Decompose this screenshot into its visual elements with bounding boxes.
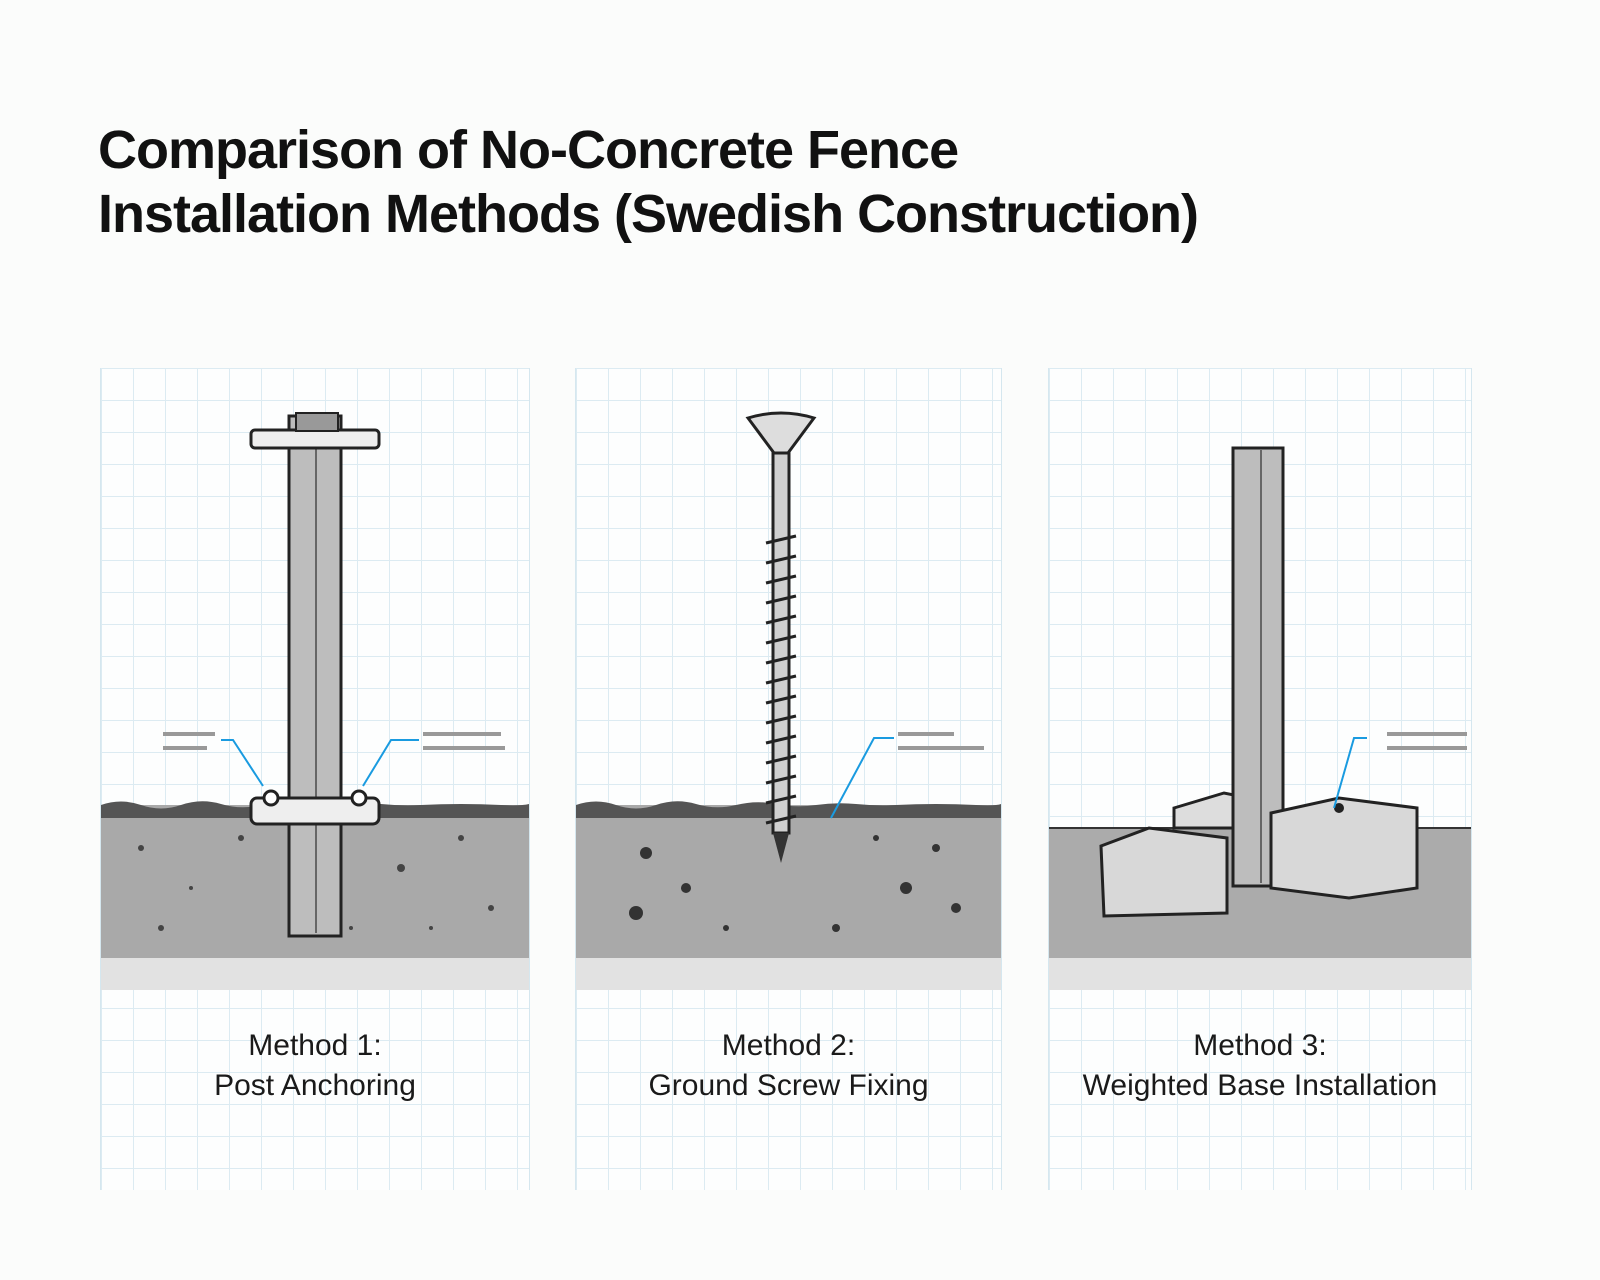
method-number: Method 3: xyxy=(1193,1029,1327,1062)
title-line-2: Installation Methods (Swedish Constructi… xyxy=(98,184,1199,244)
gravel-layer xyxy=(101,958,529,990)
ground-anchor-bracket xyxy=(249,796,381,826)
callout-line xyxy=(362,739,419,787)
method-1-caption: Method 1: Post Anchoring xyxy=(101,1026,529,1106)
method-2-caption: Method 2: Ground Screw Fixing xyxy=(576,1026,1001,1106)
page-title: Comparison of No-Concrete Fence Installa… xyxy=(98,118,1199,246)
post-anchoring-illustration xyxy=(101,412,529,990)
concrete-block-right xyxy=(1269,796,1419,900)
gravel-layer xyxy=(1049,958,1471,990)
screw-head xyxy=(745,411,817,455)
concrete-block-left xyxy=(1099,826,1229,918)
weighted-base-illustration xyxy=(1049,446,1471,990)
screw-thread xyxy=(765,534,797,825)
method-3-caption: Method 3: Weighted Base Installation xyxy=(1049,1026,1471,1106)
method-2-panel: Method 2: Ground Screw Fixing xyxy=(575,368,1002,1190)
method-1-panel: Method 1: Post Anchoring xyxy=(100,368,530,1190)
method-3-panel: Method 3: Weighted Base Installation xyxy=(1048,368,1472,1190)
ground-screw-illustration xyxy=(576,411,1001,990)
method-name: Post Anchoring xyxy=(214,1069,416,1102)
screw-shaft xyxy=(771,451,791,835)
fence-post xyxy=(1231,446,1285,888)
callout-line xyxy=(1333,737,1367,809)
method-name: Weighted Base Installation xyxy=(1082,1069,1438,1102)
top-bracket xyxy=(249,428,381,450)
method-number: Method 1: xyxy=(248,1029,382,1062)
callout-line xyxy=(830,737,894,819)
method-number: Method 2: xyxy=(721,1029,856,1062)
callout-line xyxy=(221,739,264,787)
title-line-1: Comparison of No-Concrete Fence xyxy=(98,120,959,180)
gravel-layer xyxy=(576,958,1001,990)
method-name: Ground Screw Fixing xyxy=(648,1069,929,1102)
